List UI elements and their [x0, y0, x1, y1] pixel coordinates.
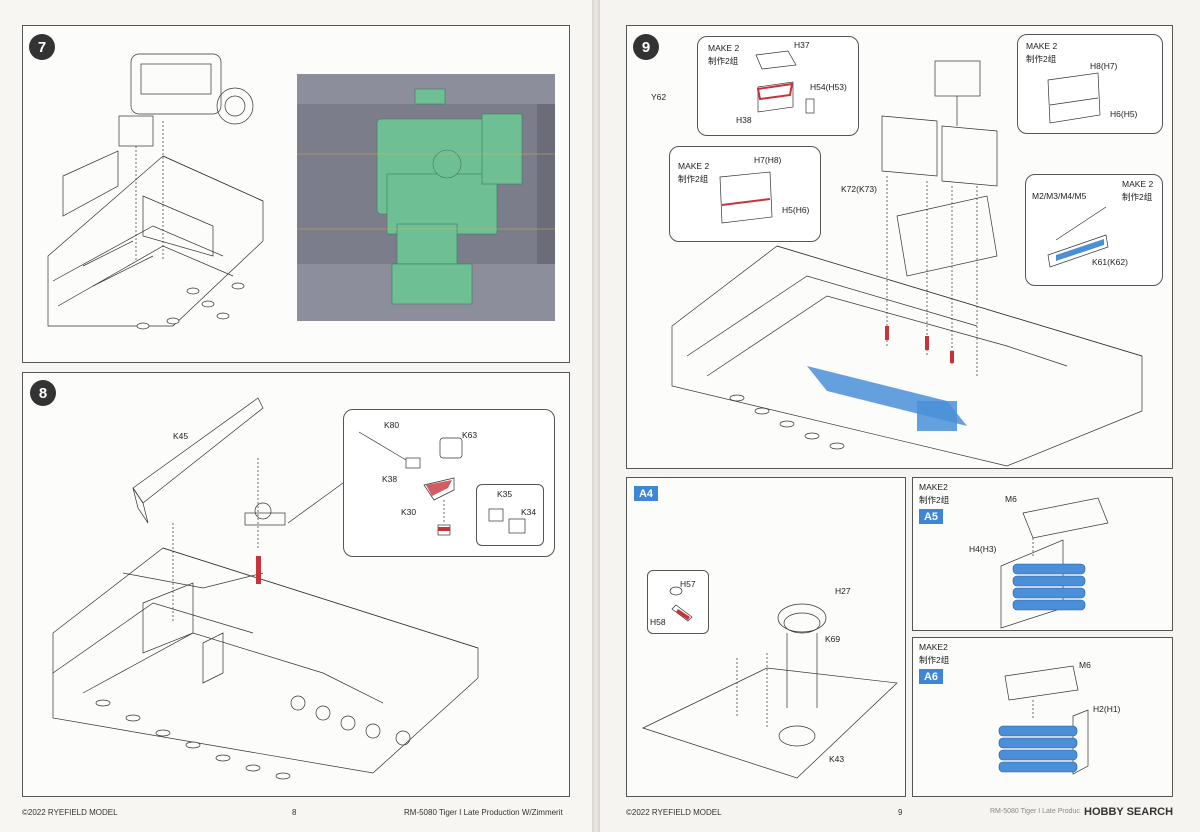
- label-h37: H37: [794, 40, 810, 50]
- step-9-callout-h7: MAKE 2 制作2组 H7(H8) H5(H6): [669, 146, 821, 242]
- label-make-c: MAKE 2: [678, 161, 710, 171]
- step-8-panel: 8: [22, 372, 570, 797]
- label-k34: K34: [521, 507, 537, 517]
- m2-part-drawing: [1047, 206, 1109, 268]
- label-make-c-cn: 制作2组: [678, 174, 709, 184]
- label-h6: H6(H5): [1110, 109, 1138, 119]
- label-a5-m6: M6: [1005, 494, 1017, 504]
- hobby-search-watermark: HOBBY SEARCH: [1080, 806, 1174, 818]
- label-k45: K45: [173, 431, 189, 441]
- step-a5-tag: A5: [919, 509, 943, 524]
- step-9-panel: 9 Y62 MAKE 2 制作2组 H37 H54(: [626, 25, 1173, 469]
- step-a5-panel: MAKE2 制作2组 A5 M6 H4(H3): [912, 477, 1173, 631]
- label-a5-h4: H4(H3): [969, 544, 997, 554]
- step-a4-panel: A4 H57 H58 H27 K69 K43: [626, 477, 906, 797]
- left-footer-page-number: 8: [292, 808, 297, 817]
- label-h8: H8(H7): [1090, 61, 1118, 71]
- label-h27: H27: [835, 586, 851, 596]
- step-8-number: 8: [30, 380, 56, 406]
- step-9-callout-m2: MAKE 2 制作2组 M2/M3/M4/M5 K61(K62): [1025, 174, 1163, 286]
- left-footer-copyright: ©2022 RYEFIELD MODEL: [22, 808, 118, 817]
- k35-part-drawing: [488, 508, 526, 534]
- left-footer-title: RM-5080 Tiger I Late Production W/Zimmer…: [404, 808, 563, 817]
- label-k30: K30: [401, 507, 417, 517]
- label-make-b-cn: 制作2组: [1026, 54, 1057, 64]
- label-a5-make-cn: 制作2组: [919, 495, 950, 505]
- step-9-callout-h37: MAKE 2 制作2组 H37 H54(H53) H38: [697, 36, 859, 136]
- label-a6-m6: M6: [1079, 660, 1091, 670]
- label-k38: K38: [382, 474, 398, 484]
- step-a6-tag: A6: [919, 669, 943, 684]
- step-9-hull-drawing: [671, 60, 1143, 467]
- label-k43: K43: [829, 754, 845, 764]
- label-k63: K63: [462, 430, 478, 440]
- label-h54: H54(H53): [810, 82, 847, 92]
- label-h38: H38: [736, 115, 752, 125]
- a6-ammo-rack-drawing: [998, 665, 1089, 775]
- step-a6-panel: MAKE2 制作2组 A6 M6 H2(H1): [912, 637, 1173, 797]
- step-a4-tag: A4: [634, 486, 658, 501]
- a4-floor-drawing: [642, 603, 898, 779]
- step-7-panel: 7: [22, 25, 570, 363]
- right-footer-title: RM-5080 Tiger I Late Production W/Zimmer…: [990, 808, 1129, 815]
- label-k80: K80: [384, 420, 400, 430]
- label-h7: H7(H8): [754, 155, 782, 165]
- label-a6-h2: H2(H1): [1093, 704, 1121, 714]
- label-make-a-cn: 制作2组: [708, 56, 739, 66]
- step-9-callout-h8: MAKE 2 制作2组 H8(H7) H6(H5): [1017, 34, 1163, 134]
- label-h57: H57: [680, 579, 696, 589]
- step-8-detail-callout: K80 K63 K38 K30 K35 K34: [343, 409, 555, 557]
- step-8-detail-drawing: [358, 431, 463, 536]
- a5-ammo-rack-drawing: [1000, 497, 1109, 629]
- step-8-hull-drawing: [52, 397, 479, 780]
- h7-part-drawing: [719, 171, 773, 224]
- a4-callout-h57: H57 H58: [647, 570, 709, 634]
- label-k35: K35: [497, 489, 513, 499]
- right-footer-page-number: 9: [898, 808, 903, 817]
- label-a6-make-cn: 制作2组: [919, 655, 950, 665]
- label-k69: K69: [825, 634, 841, 644]
- step-7-hull-drawing: [47, 53, 264, 330]
- label-make-d-cn: 制作2组: [1122, 192, 1153, 202]
- label-m2: M2/M3/M4/M5: [1032, 191, 1087, 201]
- label-a5-make: MAKE2: [919, 482, 948, 492]
- step-8-k35-subcallout: K35 K34: [476, 484, 544, 546]
- label-y62: Y62: [651, 92, 667, 102]
- page-gutter: [592, 0, 600, 832]
- h37-part-drawing: [755, 50, 815, 114]
- h57-part-drawing: [669, 586, 693, 622]
- step-9-number: 9: [633, 34, 659, 60]
- right-footer-copyright: ©2022 RYEFIELD MODEL: [626, 808, 722, 817]
- h8-part-drawing: [1047, 72, 1101, 124]
- label-k61: K61(K62): [1092, 257, 1128, 267]
- label-a6-make: MAKE2: [919, 642, 948, 652]
- label-h5: H5(H6): [782, 205, 810, 215]
- label-make-a: MAKE 2: [708, 43, 740, 53]
- label-k72: K72(K73): [841, 184, 877, 194]
- label-h58: H58: [650, 617, 666, 627]
- step-7-number: 7: [29, 34, 55, 60]
- label-make-b: MAKE 2: [1026, 41, 1058, 51]
- label-make-d: MAKE 2: [1122, 179, 1154, 189]
- step-7-render-image: [297, 74, 555, 321]
